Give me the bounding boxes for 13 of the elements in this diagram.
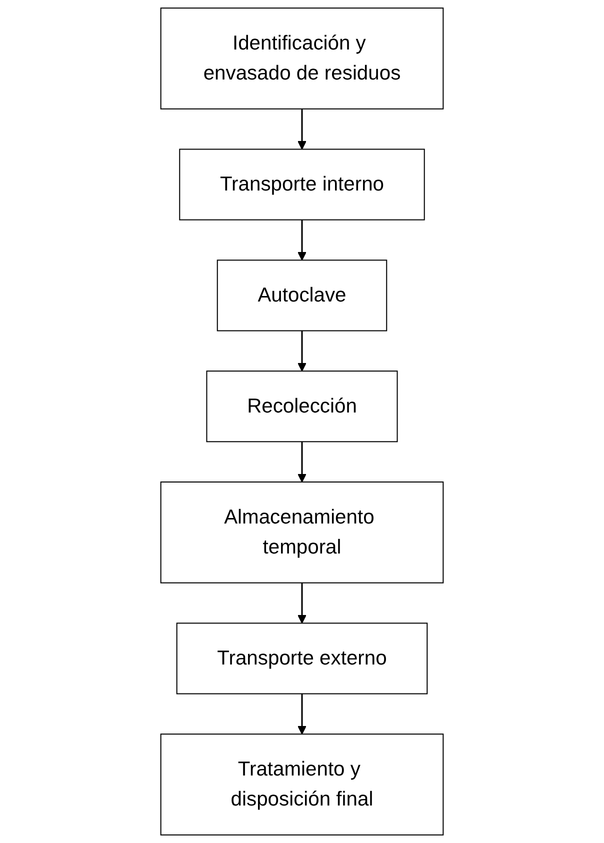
arrow bbox=[298, 330, 306, 372]
node-box: Identificación y envasado de residuos bbox=[160, 8, 444, 110]
arrow bbox=[298, 442, 306, 482]
arrow bbox=[298, 582, 306, 624]
node-box: Transporte externo bbox=[176, 622, 428, 694]
node-box: Recolección bbox=[206, 370, 398, 442]
node-box: Transporte interno bbox=[179, 148, 425, 220]
node-box: Autoclave bbox=[216, 260, 388, 332]
arrow bbox=[298, 694, 306, 734]
arrow bbox=[298, 108, 306, 150]
node-box: Almacenamiento temporal bbox=[160, 482, 444, 584]
node-box: Tratamiento y disposición final bbox=[160, 734, 444, 836]
arrow bbox=[298, 220, 306, 261]
